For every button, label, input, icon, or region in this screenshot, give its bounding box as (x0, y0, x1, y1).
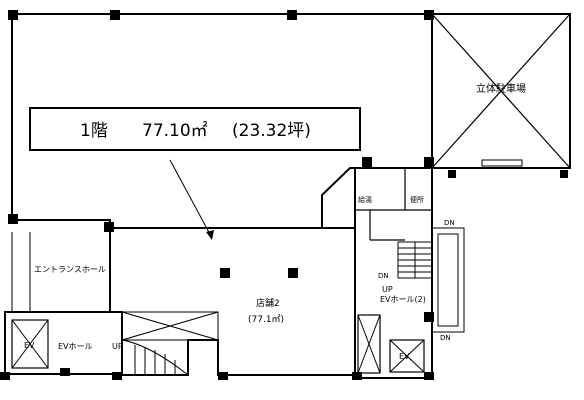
parking-outline (431, 13, 571, 169)
dn-marker-right: DN (378, 272, 389, 280)
up-marker-right: UP (382, 285, 393, 294)
parking-label: 立体駐車場 (476, 82, 526, 95)
ev-hall-left-label: EVホール (58, 342, 93, 351)
kitchenette-label: 給湯 (358, 195, 372, 204)
banner-area-sqm: 77.10㎡ (142, 121, 208, 141)
area-banner (29, 107, 361, 151)
ev-marker-left: EV (24, 341, 35, 350)
banner-area-tsubo: (23.32坪) (232, 121, 311, 141)
dn-marker-top: DN (444, 219, 455, 227)
banner-floor: 1階 (80, 121, 108, 141)
store-outline (109, 228, 356, 376)
entrance-hall-label: エントランスホール (34, 265, 106, 274)
toilet-label: 便所 (410, 195, 424, 204)
ev-marker-right: EV (399, 352, 410, 361)
structural-columns (0, 10, 568, 380)
up-marker-left: UP (112, 342, 123, 351)
store-area-label: (77.1㎡) (248, 314, 284, 325)
store-label: 店舗2 (256, 297, 280, 309)
dn-marker-bottom: DN (440, 334, 451, 342)
ev-hall-right-label: EVホール(2) (380, 295, 426, 304)
